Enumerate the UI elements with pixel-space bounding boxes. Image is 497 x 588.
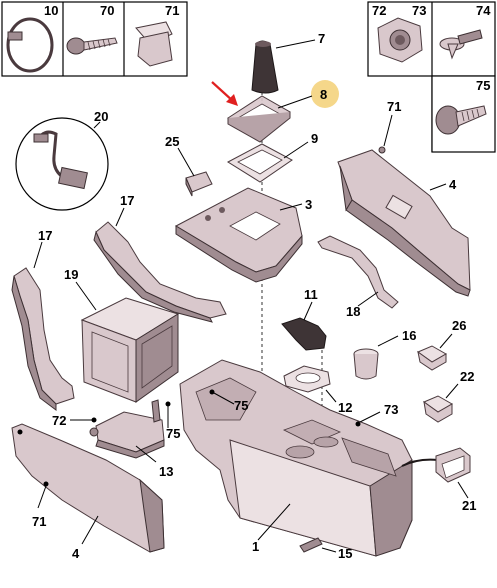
- side-panel-left-part: 4 71: [11, 423, 165, 561]
- callout-1: 1: [252, 539, 259, 554]
- callout-75-right: 75: [166, 426, 180, 441]
- callout-26: 26: [452, 318, 466, 333]
- small-tray-26-part: 26: [416, 318, 466, 371]
- clip-part: [135, 21, 173, 67]
- screw-75-center: 75: [209, 389, 248, 413]
- bracket-21-part: 21: [401, 447, 476, 513]
- callout-9: 9: [311, 131, 318, 146]
- box-label-75: 75: [476, 78, 490, 93]
- gasket-frame-part: 9: [226, 131, 318, 183]
- red-arrow-icon: [211, 81, 238, 106]
- screw-part: [66, 37, 118, 55]
- box-label-71: 71: [165, 3, 179, 18]
- callout-18: 18: [346, 304, 360, 319]
- trim-frame-part: 8: [211, 80, 339, 143]
- console-top-part: 3: [174, 187, 312, 283]
- callout-71-left: 71: [32, 514, 46, 529]
- harness-detail-circle: 20: [15, 109, 109, 211]
- callout-22: 22: [460, 369, 474, 384]
- callout-15: 15: [338, 546, 352, 561]
- callout-71-right: 71: [387, 99, 401, 114]
- side-panel-right-part: 71 4: [337, 99, 471, 297]
- storage-box-part: 19: [64, 267, 180, 403]
- cup-holder-part: 16: [353, 328, 416, 380]
- box-label-73: 73: [412, 3, 426, 18]
- callout-13: 13: [159, 464, 173, 479]
- callout-17-mid: 17: [120, 193, 134, 208]
- box-label-72: 72: [372, 3, 386, 18]
- box-label-70: 70: [100, 3, 114, 18]
- flange-screw-part: [435, 105, 487, 135]
- callout-17-left: 17: [38, 228, 52, 243]
- callout-19: 19: [64, 267, 78, 282]
- nut-part: [377, 17, 423, 63]
- curved-bar-part: 18: [317, 235, 399, 319]
- callout-20: 20: [94, 109, 108, 124]
- callout-75-center: 75: [234, 398, 248, 413]
- nut-72-callout: 72: [52, 413, 97, 428]
- callout-4-left: 4: [72, 546, 80, 561]
- console-body-part: 1: [179, 359, 413, 557]
- callout-25: 25: [165, 134, 179, 149]
- callout-4-right: 4: [449, 177, 457, 192]
- air-duct-17b-part: 17: [11, 228, 75, 411]
- screw-75-right: 75: [165, 401, 180, 441]
- air-duct-17a-part: 17: [93, 193, 227, 323]
- bracket-13-part: 13: [89, 399, 173, 479]
- boot-cover-part: 11: [281, 287, 327, 351]
- trim-ring-part: 12: [283, 365, 352, 415]
- nut-73-callout: 73: [355, 402, 398, 427]
- gear-boot-part: 7: [251, 31, 325, 94]
- small-tray-22-part: 22: [422, 369, 474, 423]
- callout-7: 7: [318, 31, 325, 46]
- cable-ring-part: [6, 17, 54, 73]
- fastener-box-top-left: 10 70 71: [1, 1, 188, 77]
- box-label-74: 74: [476, 3, 491, 18]
- callout-12: 12: [338, 400, 352, 415]
- highlight-circle: [311, 80, 339, 108]
- callout-8: 8: [320, 87, 327, 102]
- push-pin-part: [439, 29, 483, 60]
- callout-16: 16: [402, 328, 416, 343]
- callout-11: 11: [304, 287, 318, 302]
- fastener-box-top-right: 72 73 74 75: [367, 1, 496, 153]
- callout-72: 72: [52, 413, 66, 428]
- callout-21: 21: [462, 498, 476, 513]
- box-label-10: 10: [44, 3, 58, 18]
- clip-15-part: 15: [299, 537, 352, 561]
- bracket-25-part: 25: [165, 134, 213, 197]
- callout-3: 3: [305, 197, 312, 212]
- callout-73: 73: [384, 402, 398, 417]
